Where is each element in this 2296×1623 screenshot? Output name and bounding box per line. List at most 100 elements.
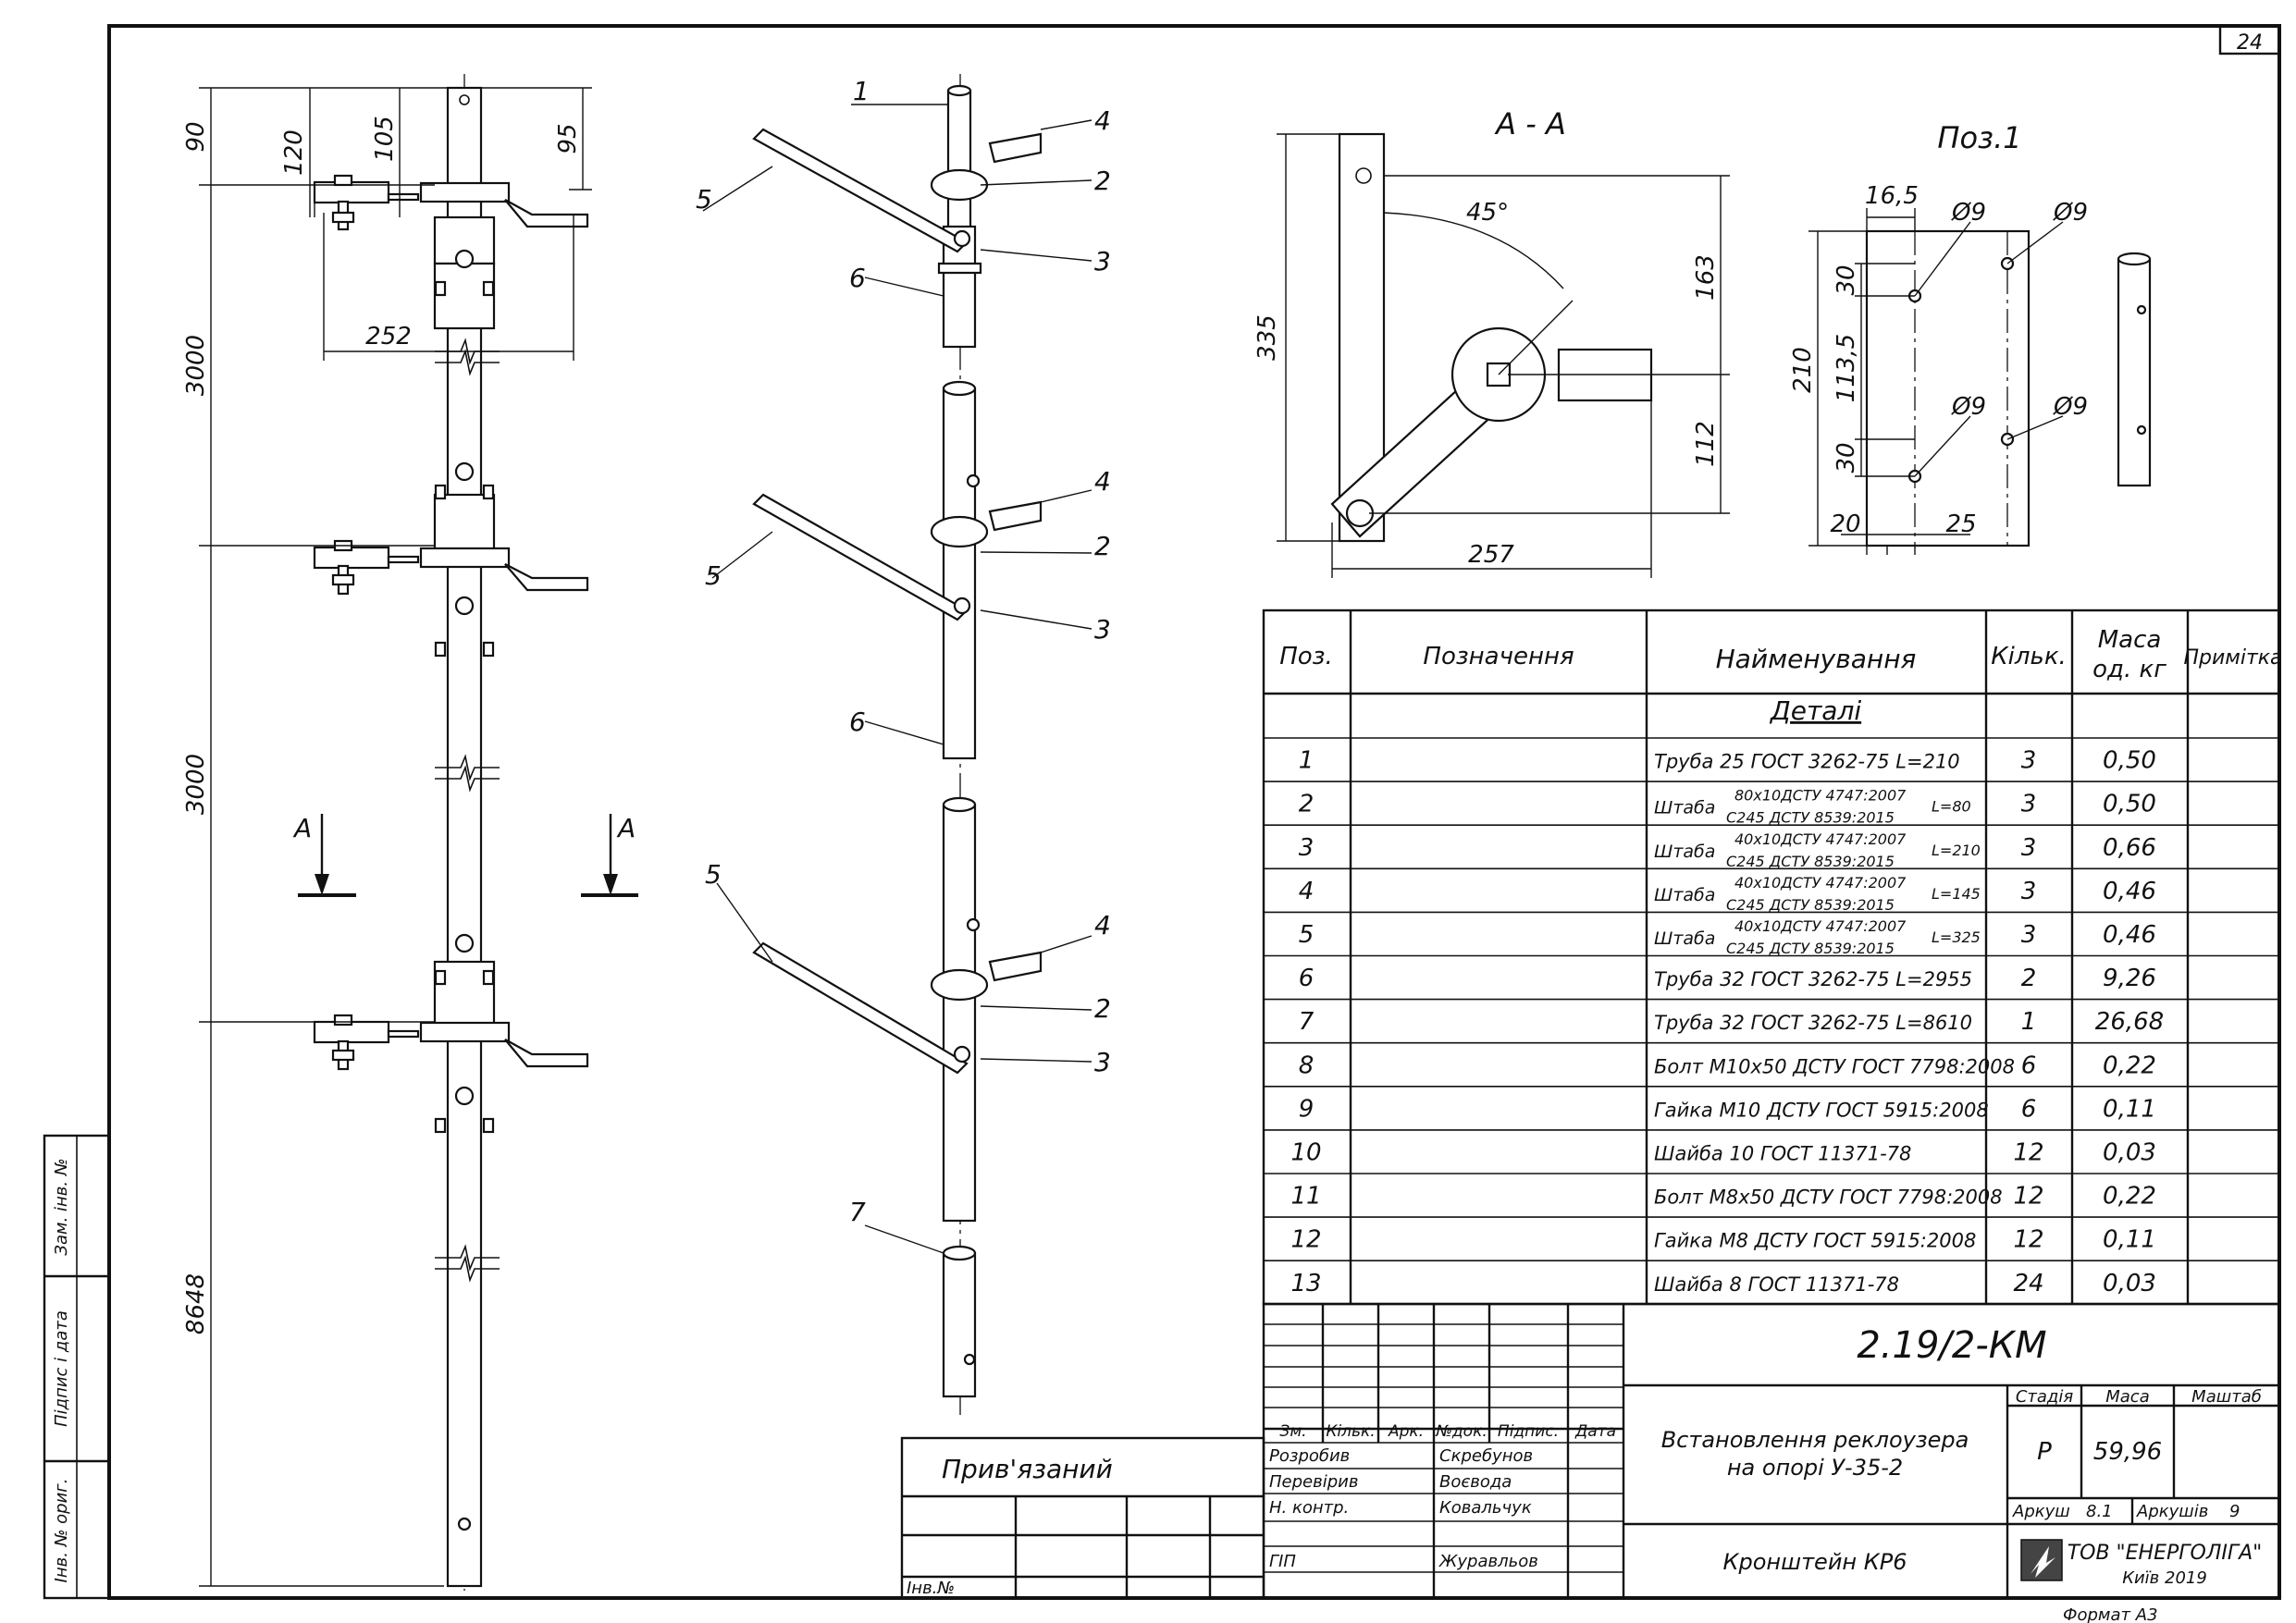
spec-header-designation: Позначення	[1423, 643, 1574, 670]
dim-210: 210	[1789, 347, 1817, 393]
sheet-value: 8.1	[2086, 1502, 2113, 1521]
rev-header-sign: Підпис.	[1498, 1422, 1559, 1441]
iso-label-5-low: 5	[705, 859, 722, 890]
iso-label-6-mid: 6	[849, 707, 866, 737]
spec-row-mass: 0,50	[2103, 747, 2156, 775]
spec-row-qty: 6	[2021, 1051, 2037, 1079]
page-number: 24	[2237, 31, 2263, 55]
iso-label-5-mid: 5	[705, 560, 722, 591]
iso-label-6: 6	[849, 263, 866, 293]
dim-335: 335	[1253, 314, 1281, 361]
iso-label-3-mid: 3	[1094, 614, 1111, 645]
spec-row-name-top: 40х10ДСТУ 4747:2007	[1734, 917, 1907, 935]
spec-row-qty: 6	[2021, 1095, 2037, 1123]
spec-row-pos: 8	[1299, 1051, 1315, 1079]
spec-row-name: Болт М8х50 ДСТУ ГОСТ 7798:2008	[1654, 1187, 2003, 1209]
spec-row-mass: 0,11	[2103, 1226, 2156, 1254]
section-marker-left: А	[292, 813, 356, 897]
spec-row-pos: 1	[1299, 747, 1315, 775]
spec-row-name-prefix: Штаба	[1654, 798, 1715, 818]
spec-header-note: Примітка	[2183, 646, 2282, 670]
format-label: Формат А3	[2063, 1605, 2158, 1623]
iso-label-3: 3	[1094, 246, 1111, 277]
spec-row-pos: 2	[1299, 791, 1315, 818]
role-gip: ГІП	[1269, 1552, 1296, 1571]
name-norm-control: Ковальчук	[1439, 1498, 1532, 1518]
mass-value: 59,96	[2093, 1438, 2162, 1466]
spec-row-mass: 0,46	[2103, 921, 2156, 949]
rev-header-date: Дата	[1574, 1422, 1616, 1441]
dim-30-bot: 30	[1833, 442, 1860, 473]
sheet-label: Аркуш	[2012, 1502, 2070, 1521]
dim-3000-top: 3000	[182, 335, 210, 396]
spec-row-qty: 12	[2013, 1183, 2043, 1211]
iso-label-2-mid: 2	[1094, 531, 1111, 561]
spec-table: Поз. Позначення Найменування Кільк. Маса…	[1262, 609, 2283, 1306]
rev-header-qty: Кільк.	[1326, 1422, 1375, 1441]
hole-br: Ø9	[2053, 393, 2088, 421]
section-marker-left-label: А	[292, 813, 312, 843]
dim-16-5: 16,5	[1865, 182, 1919, 210]
spec-row-pos: 4	[1299, 878, 1315, 905]
spec-row-qty: 2	[2021, 965, 2037, 992]
hole-tl: Ø9	[1951, 199, 1986, 227]
company-logo-icon	[2020, 1539, 2063, 1581]
role-developed: Розробив	[1269, 1446, 1350, 1466]
spec-row-qty: 3	[2021, 747, 2037, 775]
spec-row-mass: 0,66	[2103, 834, 2156, 862]
linked-title: Прив'язаний	[942, 1454, 1113, 1484]
spec-row-name-bottom: С245 ДСТУ 8539:2015	[1726, 809, 1895, 827]
spec-row-name: Шайба 10 ГОСТ 11371-78	[1654, 1142, 1911, 1164]
spec-row-pos: 9	[1299, 1095, 1315, 1123]
drawing-name: Кронштейн КР6	[1722, 1549, 1907, 1575]
elevation-bracket-2	[313, 461, 589, 658]
angle-45: 45°	[1466, 199, 1509, 227]
spec-row-name-length: L=210	[1932, 842, 1981, 859]
iso-label-3-low: 3	[1094, 1047, 1111, 1077]
iso-label-2-low: 2	[1094, 993, 1111, 1024]
spec-section-title: Деталі	[1769, 695, 1861, 726]
scale-label: Маштаб	[2191, 1387, 2262, 1407]
rev-header-sheet: Арк.	[1388, 1422, 1424, 1441]
spec-row-qty: 3	[2021, 791, 2037, 818]
spec-row-pos: 12	[1290, 1226, 1321, 1254]
spec-row-name-length: L=80	[1932, 798, 1971, 816]
spec-row-qty: 12	[2013, 1138, 2043, 1166]
spec-header-pos: Поз.	[1279, 643, 1333, 670]
sheets-value: 9	[2229, 1502, 2240, 1521]
spec-row-name-prefix: Штаба	[1654, 928, 1715, 949]
pos1-title: Поз.1	[1937, 120, 2021, 155]
linked-block: Прив'язаний Інв.№	[900, 1436, 1265, 1600]
spec-row-name: Гайка М10 ДСТУ ГОСТ 5915:2008	[1654, 1099, 1989, 1121]
section-a-a-title: А - А	[1494, 106, 1566, 141]
iso-label-2: 2	[1094, 166, 1111, 196]
spec-row-pos: 13	[1290, 1270, 1321, 1297]
iso-label-5: 5	[696, 184, 712, 215]
side-stamp-zam-inv: Зам. інв. №	[52, 1158, 71, 1255]
dim-112: 112	[1692, 421, 1720, 467]
iso-label-4: 4	[1094, 105, 1111, 136]
spec-row-pos: 5	[1299, 921, 1315, 949]
spec-row-mass: 0,22	[2103, 1051, 2156, 1079]
stage-label: Стадія	[2016, 1387, 2074, 1407]
spec-header-name: Найменування	[1716, 644, 1917, 674]
linked-inv-label: Інв.№	[907, 1579, 955, 1598]
spec-row-name: Гайка М8 ДСТУ ГОСТ 5915:2008	[1654, 1230, 1976, 1252]
name-gip: Журавльов	[1438, 1552, 1538, 1571]
title-line-2: на опорі У-35-2	[1727, 1455, 1903, 1481]
spec-row-mass: 26,68	[2095, 1008, 2164, 1036]
spec-row-pos: 6	[1299, 965, 1315, 992]
name-checked: Воєвода	[1439, 1472, 1512, 1492]
spec-row-name-prefix: Штаба	[1654, 885, 1715, 905]
section-a-a: А - А 45° 335 163 112 257	[1253, 106, 1730, 578]
spec-row-qty: 24	[2013, 1270, 2043, 1297]
dim-90: 90	[182, 121, 210, 152]
dim-113-5: 113,5	[1833, 334, 1860, 402]
spec-row-qty: 3	[2021, 921, 2037, 949]
